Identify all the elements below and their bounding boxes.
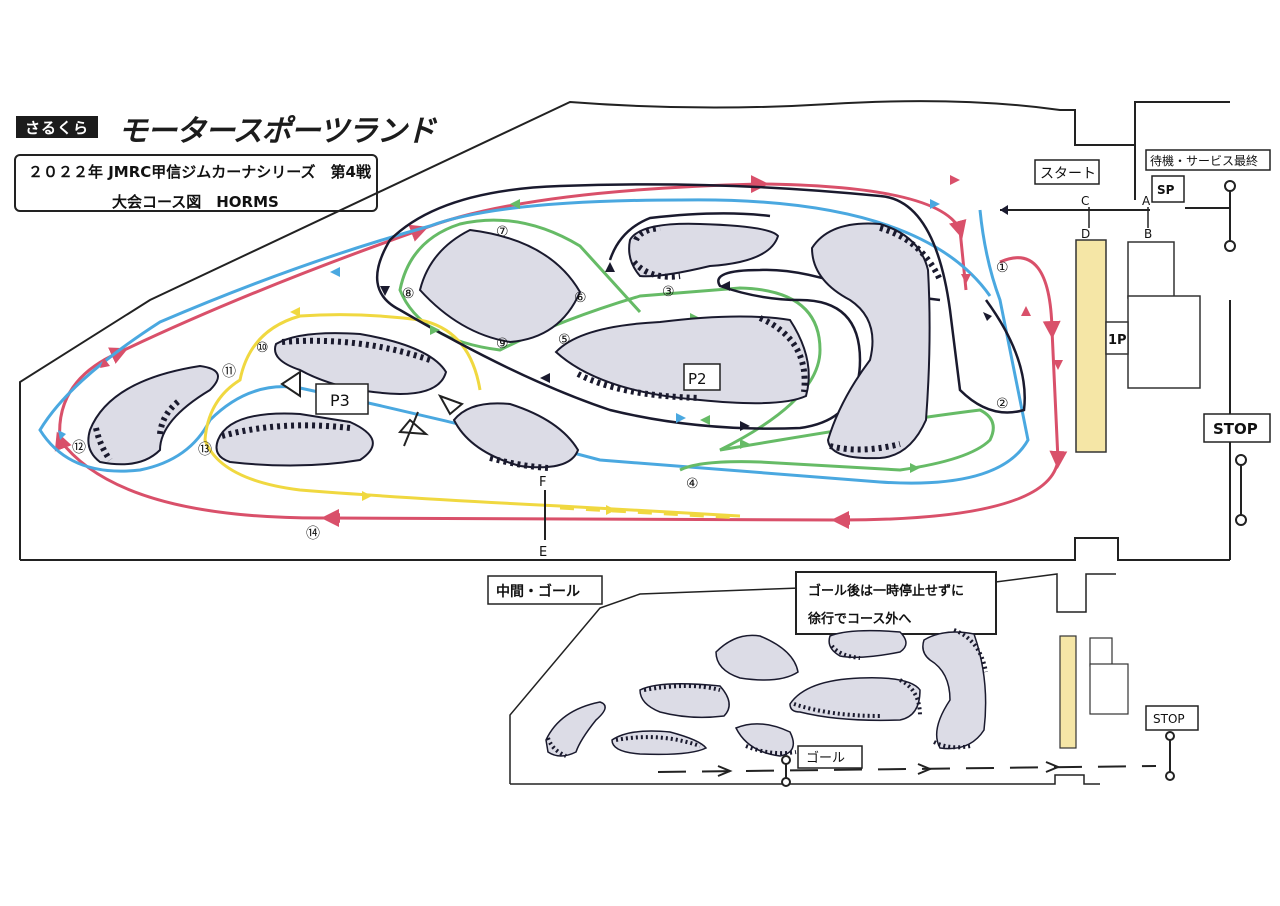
marker-13: ⑬ <box>198 442 212 458</box>
sp-box <box>1151 175 1185 203</box>
marker-7: ⑦ <box>496 224 509 240</box>
sp-label: SP <box>1157 183 1175 197</box>
route-arrows <box>58 175 1063 525</box>
note-line2: 徐行でコース外へ <box>807 611 911 627</box>
marker-9: ⑨ <box>496 336 509 352</box>
start-label: スタート <box>1040 166 1096 182</box>
marker-1: ① <box>996 260 1009 276</box>
onep-box <box>1105 321 1129 355</box>
marker-10: ⑩ <box>256 340 269 356</box>
point-b: B <box>1144 227 1152 241</box>
point-c: C <box>1081 194 1089 208</box>
inset-shed <box>1089 663 1129 715</box>
p2-label: P2 <box>688 370 707 388</box>
route-blue <box>38 198 1030 485</box>
marker-11: ⑪ <box>222 364 236 380</box>
shed <box>1127 295 1201 389</box>
route-black-inner <box>608 212 771 261</box>
point-a: A <box>1142 194 1151 208</box>
course-boundary <box>19 100 1231 561</box>
logo-text: モータースポーツランド <box>118 114 436 149</box>
marker-3: ③ <box>662 284 675 300</box>
route-green <box>398 218 995 472</box>
inset-islands <box>545 629 987 757</box>
inset-shed <box>1089 637 1113 667</box>
point-e: E <box>539 545 547 560</box>
inset-pylon-marks <box>546 628 988 758</box>
p3-box <box>315 383 369 415</box>
inset-arrows <box>717 761 1061 777</box>
shed <box>1127 241 1175 299</box>
stop-box <box>1203 413 1271 443</box>
marker-14: ⑭ <box>306 526 320 542</box>
marker-2: ② <box>996 396 1009 412</box>
inset-stop-label: STOP <box>1153 712 1185 726</box>
waiting-label: 待機・サービス最終 <box>1150 153 1258 168</box>
marker-4: ④ <box>686 476 699 492</box>
point-d: D <box>1081 227 1090 241</box>
inset-gate-post <box>1165 731 1175 781</box>
p2-box <box>683 363 721 391</box>
waiting-box <box>1145 149 1271 171</box>
goal-box <box>797 745 863 769</box>
gate-post <box>1224 180 1247 526</box>
inset-route <box>657 765 1157 773</box>
inset-stop-box <box>1145 705 1199 731</box>
direction-marker <box>280 370 464 436</box>
stop-label: STOP <box>1213 420 1258 438</box>
note-line1: ゴール後は一時停止せずに <box>808 583 964 599</box>
marker-12: ⑫ <box>72 440 86 456</box>
onep-label: 1P <box>1108 333 1127 348</box>
mid-goal-box <box>487 575 603 605</box>
marker-5: ⑤ <box>558 332 571 348</box>
inset-pit-building <box>1059 635 1077 749</box>
marker-8: ⑧ <box>402 286 415 302</box>
mid-goal-label: 中間・ゴール <box>496 583 580 600</box>
logo-badge: さるくら <box>16 116 98 138</box>
p3-label: P3 <box>330 391 350 410</box>
goal-label: ゴール <box>806 750 845 766</box>
pit-building <box>1075 239 1107 453</box>
section-markers: ① ② ③ ④ ⑤ ⑥ ⑦ ⑧ ⑨ ⑩ ⑪ ⑫ ⑬ ⑭ <box>72 224 1009 542</box>
route-yellow-dashed <box>559 506 741 520</box>
marker-6: ⑥ <box>574 290 587 306</box>
inset-goal-line <box>781 755 791 787</box>
point-f: F <box>539 475 546 490</box>
pylon-islands <box>87 222 931 469</box>
pylon-marks <box>93 225 943 471</box>
